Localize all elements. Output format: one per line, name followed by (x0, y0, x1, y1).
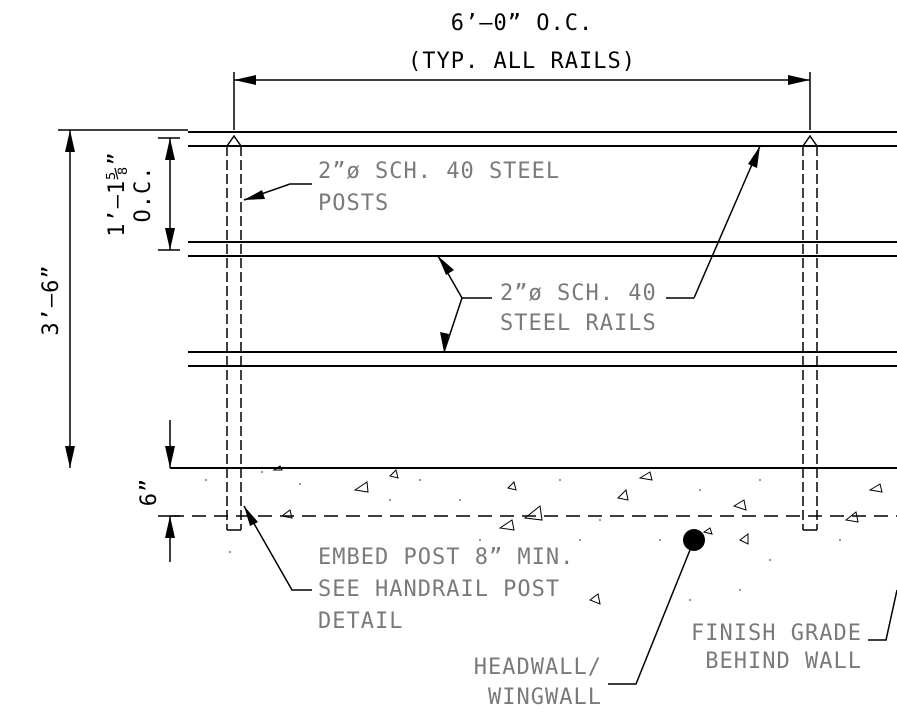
embed-leader (243, 505, 312, 591)
middle-rail (188, 241, 897, 257)
left-post (226, 134, 242, 531)
overall-height-dimension (58, 129, 188, 468)
headwall-marker (683, 529, 705, 551)
post-spacing-note: (TYP. ALL RAILS) (408, 49, 636, 74)
posts-callout-line2: POSTS (318, 191, 389, 216)
right-post (802, 134, 818, 531)
embed-callout-line2: SEE HANDRAIL POST (318, 577, 560, 602)
rails-leader (437, 145, 761, 353)
grade-callout-line2: BEHIND WALL (705, 649, 862, 674)
embed-callout: EMBED POST 8” MIN. (318, 545, 574, 570)
top-rail (188, 131, 897, 147)
grade-leader (868, 589, 897, 641)
headwall-callout-line2: WINGWALL (488, 685, 602, 710)
bottom-rail (188, 351, 897, 367)
rails-callout: 2”ø SCH. 40 (500, 281, 657, 306)
headwall-leader (608, 549, 691, 685)
post-spacing-label: 6’–0” O.C. (451, 11, 593, 36)
rails-callout-line2: STEEL RAILS (500, 311, 657, 336)
posts-callout: 2”ø SCH. 40 STEEL (318, 159, 560, 184)
headwall-callout: HEADWALL/ (474, 655, 602, 680)
posts-leader (243, 183, 312, 201)
grade-callout: FINISH GRADE (691, 621, 862, 646)
overall-height-label: 3’–6” (39, 264, 64, 335)
rail-spacing-dimension (158, 137, 180, 251)
concrete-hatch (205, 465, 883, 605)
embed-callout-line3: DETAIL (318, 609, 403, 634)
rail-spacing-label: 1’–1⅝” (105, 151, 130, 236)
embed-depth-dimension (158, 420, 180, 562)
rail-spacing-note: O.C. (131, 166, 156, 223)
embed-depth-label: 6” (137, 478, 162, 507)
post-spacing-dimension (233, 72, 811, 130)
